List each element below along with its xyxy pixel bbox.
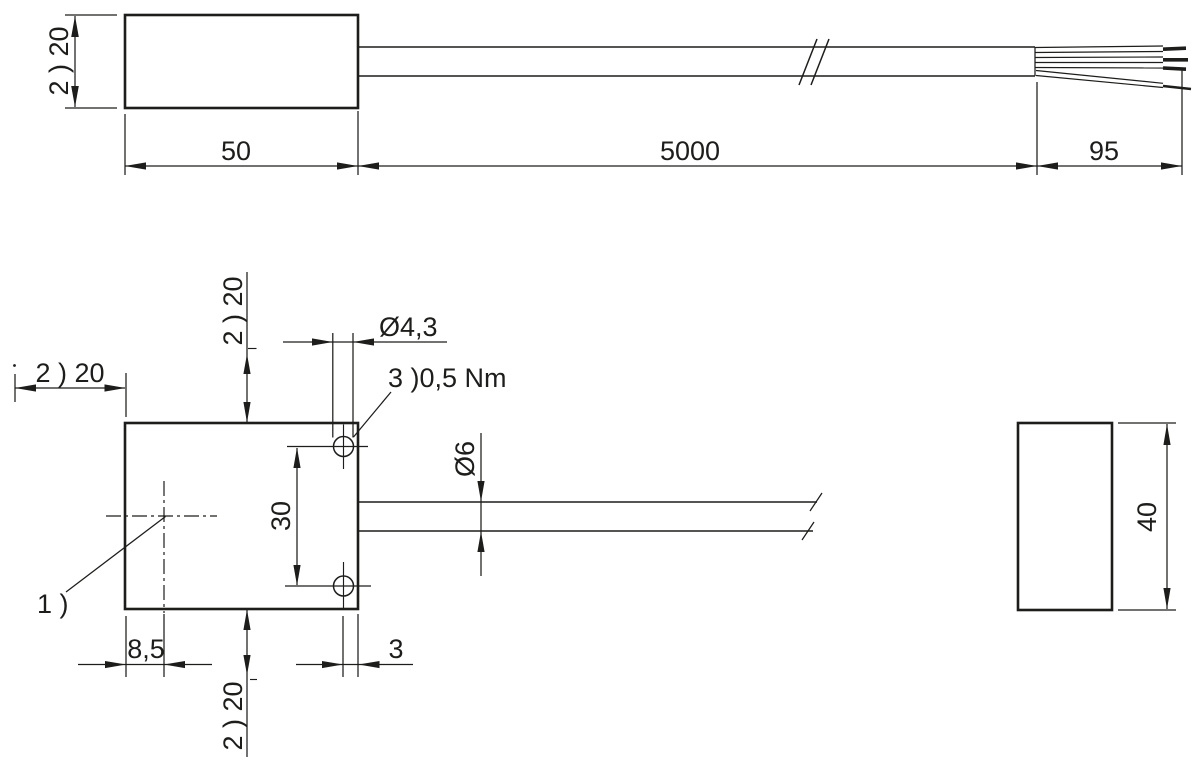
tick-dot — [13, 364, 16, 367]
arrowhead — [71, 16, 79, 37]
front-view: 40 — [1016, 421, 1176, 612]
arrowhead — [477, 531, 485, 552]
dim-text-cable-diameter: Ø6 — [450, 441, 480, 477]
arrowhead — [243, 655, 251, 675]
wire-lead-diagonal — [1035, 69, 1164, 84]
sensor-body-outline — [123, 13, 360, 110]
arrowhead — [477, 481, 485, 502]
dim-text-strip-length: 95 — [1089, 136, 1119, 166]
wire-lead-diagonal — [1035, 74, 1164, 89]
top-view: 30 Ø4,3 3 )0,5 Nm 2 ) 20 2 ) 20 1 ) — [13, 272, 823, 757]
arrowhead — [337, 162, 358, 170]
cable-break-icon — [798, 38, 818, 86]
arrowhead — [71, 86, 79, 107]
torque-note-text: 3 )0,5 Nm — [388, 363, 507, 393]
wire-lead-outline — [1034, 56, 1164, 59]
wire-lead-outline — [1034, 50, 1164, 54]
arrowhead — [322, 661, 343, 669]
leader-line — [353, 391, 392, 438]
dim-text-body-length: 50 — [221, 136, 251, 166]
wire-tip — [1162, 84, 1192, 91]
arrowhead — [1016, 162, 1037, 170]
wire-lead-outline — [1034, 45, 1164, 49]
cable-break-icon — [810, 38, 830, 86]
arrowhead — [312, 338, 333, 346]
arrowhead — [243, 609, 251, 630]
wire-tip — [1162, 46, 1187, 51]
dim-text-clearance-left: 2 ) 20 — [35, 358, 104, 388]
arrowhead — [1161, 162, 1182, 170]
arrowhead — [1163, 588, 1171, 609]
arrowhead — [105, 661, 126, 669]
dim-text-cable-length: 5000 — [660, 136, 720, 166]
leader-line — [65, 516, 166, 593]
dim-text-face-offset: 8,5 — [127, 634, 165, 664]
arrowhead — [293, 565, 301, 586]
side-view: 2 ) 20 50 5000 95 — [44, 13, 1192, 175]
dim-text-clearance-bottom: 2 ) 20 — [218, 681, 248, 750]
arrowhead — [164, 661, 185, 669]
arrowhead — [104, 384, 126, 392]
arrowhead — [293, 447, 301, 468]
arrowhead — [15, 384, 36, 392]
note-marker-text: 1 ) — [37, 589, 69, 619]
arrowhead — [358, 661, 380, 669]
dim-text-hole-diameter: Ø4,3 — [379, 312, 438, 342]
dim-text-hole-spacing: 30 — [266, 501, 296, 531]
cable-break-icon — [809, 492, 823, 512]
wire-tip — [1162, 66, 1187, 71]
arrowhead — [1163, 424, 1171, 445]
sensor-body-outline — [1016, 421, 1114, 612]
arrowhead — [1037, 162, 1058, 170]
arrowhead — [243, 354, 251, 374]
dim-text-height: 2 ) 20 — [44, 26, 74, 95]
cable-break-icon — [801, 521, 815, 541]
arrowhead — [358, 162, 379, 170]
wire-lead-outline — [1034, 66, 1164, 69]
arrowhead — [353, 338, 374, 346]
dim-text-width: 40 — [1132, 502, 1162, 532]
dim-text-clearance-top: 2 ) 20 — [218, 276, 248, 345]
arrowhead — [243, 402, 251, 423]
dim-text-hole-edge: 3 — [388, 634, 403, 664]
arrowhead — [125, 162, 146, 170]
